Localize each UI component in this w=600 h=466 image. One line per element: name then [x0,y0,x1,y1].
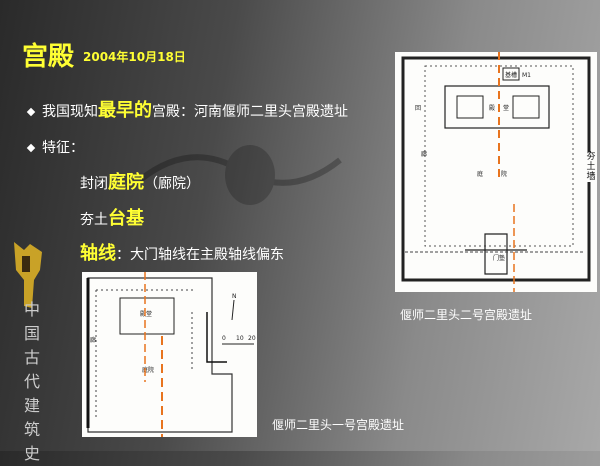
plan-palace-2: 基槽 M1 殿 堂 庭 院 回 廊 门塾 夯土墙 [395,52,597,292]
plan-label: 门塾 [493,254,505,262]
feature-courtyard: 封闭庭院（廊院） [80,168,200,194]
rammed-earth-wall-label: 夯土墙 [586,152,596,182]
feature-platform: 夯土台基 [80,204,144,230]
slide-date: 2004年10月18日 [83,50,186,64]
plan-label: 殿堂 [140,310,152,318]
plan-label: 院 [501,170,507,178]
plan-label: 廊 [90,336,96,344]
plan-label: 庭 [477,170,483,178]
bullet-diamond-icon [26,143,36,153]
scale-label: 10 [236,335,244,342]
highlight-text: 轴线 [80,243,116,264]
highlight-text: 台基 [108,208,144,229]
plan-palace-1: 殿堂 庭院 廊 N 0 10 20 [82,272,257,437]
scale-label: 20 [248,335,256,342]
feature-axis: 轴线：大门轴线在主殿轴线偏东 [80,239,284,265]
text: ：大门轴线在主殿轴线偏东 [116,247,284,263]
highlight-text: 最早的 [98,100,152,121]
background-artifact-image [138,145,342,205]
bullet-diamond-icon [26,107,36,117]
sidebar-course-title: 中国古代建筑史 [23,300,40,463]
plan-label: 堂 [503,104,509,112]
slide-title: 宫殿 [22,42,75,72]
text: 夯土 [80,212,108,228]
bullet-earliest-palace: 我国现知最早的宫殿：河南偃师二里头宫殿遗址 [26,96,348,122]
bronze-logo-icon [14,242,42,308]
plan-label: M1 [522,72,531,79]
plan-label: 廊 [421,150,427,158]
text: （廊院） [144,176,200,192]
north-arrow-icon [231,299,235,321]
text: 宫殿：河南偃师二里头宫殿遗址 [152,104,348,120]
plan-label: 基槽 [505,71,517,79]
plan-label: 庭院 [142,366,154,374]
text: 特征： [42,140,84,156]
highlight-text: 庭院 [108,172,144,193]
bullet-features: 特征： [26,137,84,157]
plan-label: 殿 [489,105,495,112]
north-arrow-label: N [232,293,237,300]
text: 我国现知 [42,104,98,120]
plan-2-caption: 偃师二里头二号宫殿遗址 [400,308,533,322]
scale-label: 0 [222,335,226,342]
plan-1-caption: 偃师二里头一号宫殿遗址 [272,418,405,432]
text: 封闭 [80,176,108,192]
plan-label: 回 [415,105,421,112]
